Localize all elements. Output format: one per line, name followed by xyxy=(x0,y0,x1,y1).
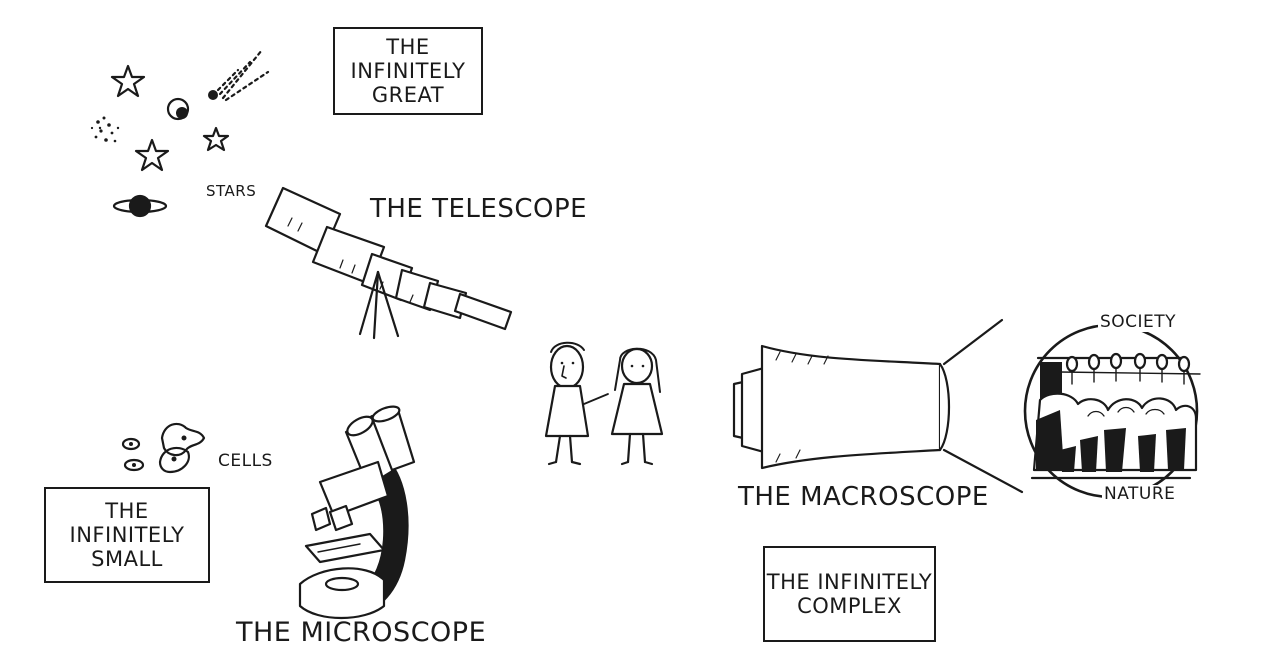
star-icon xyxy=(110,64,146,98)
microscope-drawing xyxy=(298,405,416,620)
label-society: SOCIETY xyxy=(1098,312,1179,333)
people-figures xyxy=(544,341,664,466)
label-macroscope: THE MACROSCOPE xyxy=(738,482,989,512)
box-infinitely-complex: THE INFINITELY COMPLEX xyxy=(763,546,936,642)
box-line: SMALL xyxy=(91,547,163,572)
box-line: THE INFINITELY xyxy=(350,34,466,83)
cell-icon xyxy=(123,458,145,472)
cell-icon xyxy=(121,437,141,451)
box-line: THE INFINITELY xyxy=(69,498,185,547)
telescope-drawing xyxy=(264,186,513,340)
cell-icon xyxy=(158,446,190,474)
macroscope-drawing xyxy=(732,318,1024,494)
box-line: THE INFINITELY xyxy=(766,569,933,594)
stars-cluster xyxy=(90,48,270,218)
label-stars: STARS xyxy=(206,182,257,200)
cells-cluster xyxy=(121,422,206,474)
star-icon xyxy=(202,126,230,152)
label-cells: CELLS xyxy=(218,451,273,471)
cell-icon xyxy=(160,422,206,457)
planet-icon xyxy=(112,194,168,218)
nature-trees xyxy=(1032,392,1198,472)
box-line: COMPLEX xyxy=(797,594,902,618)
box-infinitely-small: THE INFINITELY SMALL xyxy=(44,487,210,583)
label-telescope: THE TELESCOPE xyxy=(370,194,588,224)
label-nature: NATURE xyxy=(1102,484,1178,505)
comet-icon xyxy=(208,48,270,102)
box-line: GREAT xyxy=(371,83,445,108)
society-figures xyxy=(1040,352,1201,402)
galaxy-icon xyxy=(90,116,120,143)
star-icon xyxy=(134,138,170,172)
label-microscope: THE MICROSCOPE xyxy=(236,617,487,648)
view-circle xyxy=(1023,323,1201,499)
moon-icon xyxy=(166,97,190,121)
box-infinitely-great: THE INFINITELY GREAT xyxy=(333,27,483,115)
